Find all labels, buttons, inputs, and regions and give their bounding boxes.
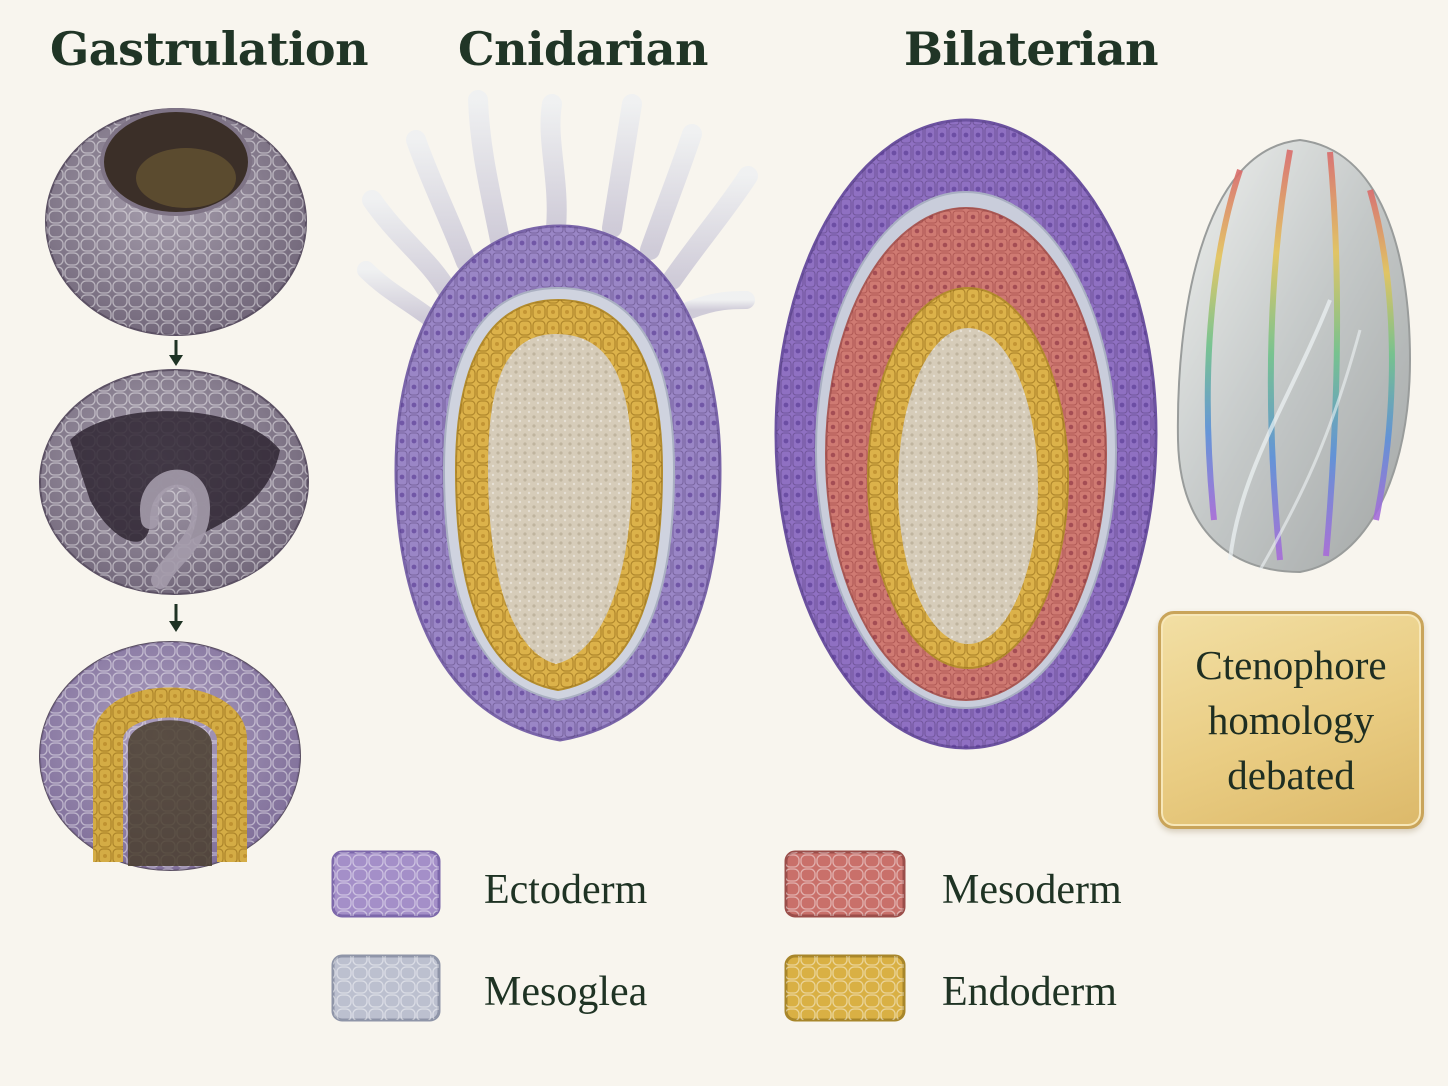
legend-label-ectoderm: Ectoderm: [484, 867, 648, 913]
ctenophore: [1176, 138, 1412, 574]
invagination-stage: [39, 369, 309, 595]
bilaterian-title: Bilaterian: [904, 22, 1159, 76]
arrow-head-icon: [169, 621, 183, 632]
arrow-head-icon: [169, 355, 183, 366]
legend-swatches: [331, 850, 906, 1022]
legend-label-mesoglea: Mesoglea: [484, 969, 648, 1015]
gastrulation-title: Gastrulation: [50, 22, 369, 76]
blastula-stage: [45, 108, 307, 336]
callout-text: Ctenophore homology debated: [1195, 641, 1387, 798]
ctenophore-callout: Ctenophore homology debated: [1158, 611, 1424, 829]
cnidarian-title: Cnidarian: [458, 22, 708, 76]
cnidarian-body: [394, 224, 722, 742]
cnidarian-tentacles: [357, 90, 758, 327]
gastrula-stage: [39, 641, 301, 871]
legend-label-endoderm: Endoderm: [942, 969, 1117, 1015]
bilaterian-body: [774, 118, 1158, 750]
legend-label-mesoderm: Mesoderm: [942, 867, 1122, 913]
